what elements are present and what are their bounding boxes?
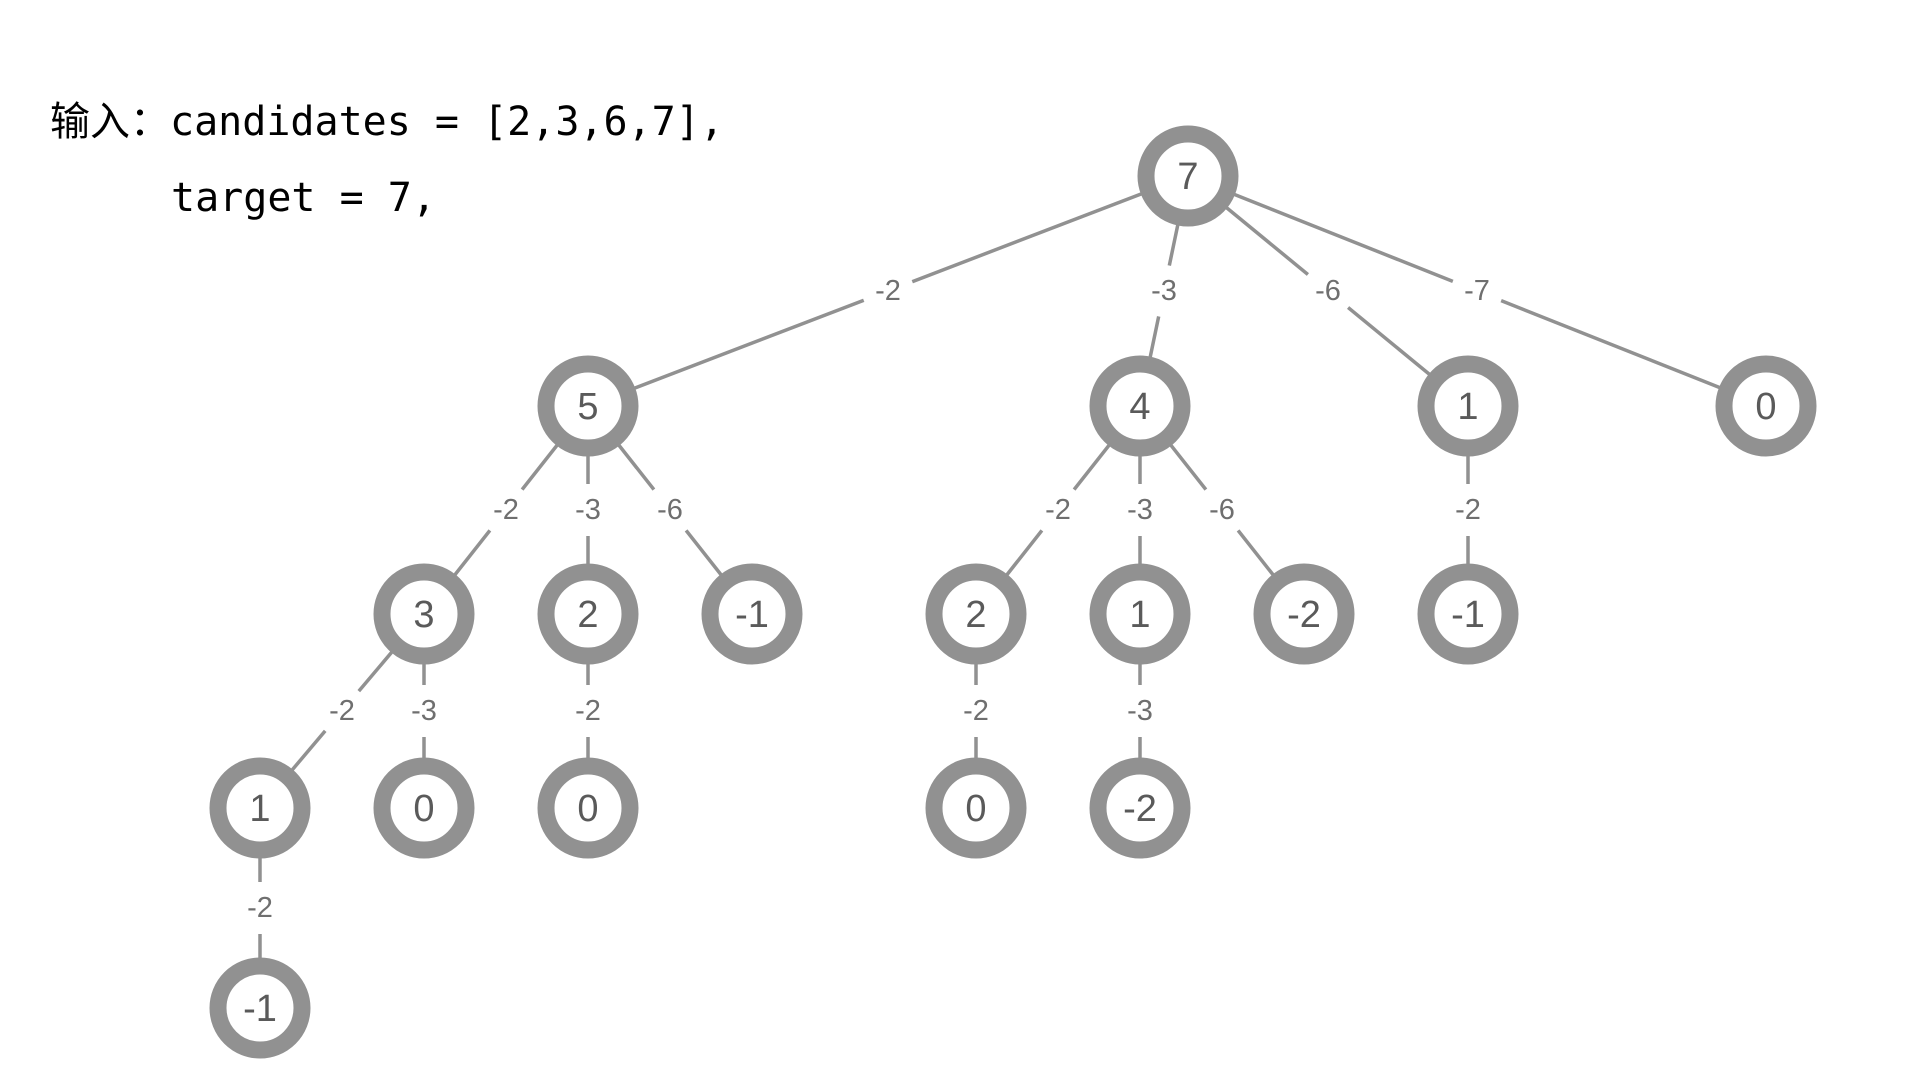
node-value: -2 xyxy=(1123,788,1157,830)
edge-label: -3 xyxy=(1127,695,1153,727)
edge-label: -3 xyxy=(575,494,601,526)
tree-node: -2 xyxy=(1089,757,1191,859)
node-value: 7 xyxy=(1177,156,1198,198)
node-circle xyxy=(1137,125,1239,227)
tree-node: -1 xyxy=(701,563,803,665)
node-value: 1 xyxy=(1129,594,1150,636)
edge-label-gap xyxy=(485,486,527,534)
node-value: -1 xyxy=(243,988,277,1030)
edge-label: -6 xyxy=(1315,275,1341,307)
node-value: 2 xyxy=(965,594,986,636)
node-circle xyxy=(1089,757,1191,859)
node-circle xyxy=(1715,355,1817,457)
node-value: 2 xyxy=(577,594,598,636)
edge-label-gap xyxy=(321,687,363,735)
tree-node: 7 xyxy=(1137,125,1239,227)
candidates-text: candidates = [2,3,6,7], xyxy=(170,99,724,145)
node-circle xyxy=(925,563,1027,665)
input-prefix: 输入： xyxy=(50,99,170,145)
node-circle xyxy=(1417,563,1519,665)
input-line-candidates: 输入：candidates = [2,3,6,7], xyxy=(50,102,724,142)
node-circle xyxy=(1089,355,1191,457)
node-value: -2 xyxy=(1287,594,1321,636)
tree-node: 0 xyxy=(1715,355,1817,457)
tree-node: 1 xyxy=(209,757,311,859)
tree-node: 0 xyxy=(373,757,475,859)
edge-label: -6 xyxy=(657,494,683,526)
node-value: 4 xyxy=(1129,386,1150,428)
node-value: 3 xyxy=(413,594,434,636)
node-value: 5 xyxy=(577,386,598,428)
edge-label-gap xyxy=(649,486,691,534)
edge-label-gap xyxy=(861,277,915,305)
edge-label: -2 xyxy=(493,494,519,526)
node-circle xyxy=(1253,563,1355,665)
tree-node: 0 xyxy=(925,757,1027,859)
edge-label: -2 xyxy=(247,892,273,924)
edge-label: -2 xyxy=(329,695,355,727)
tree-node: -2 xyxy=(1253,563,1355,665)
node-circle xyxy=(1417,355,1519,457)
tree-nodes: 7 5 4 1 0 3 2 -1 2 1 -2 -1 1 0 0 0 -2 -1 xyxy=(209,125,1817,1059)
edge-label-gap xyxy=(1201,486,1243,534)
node-circle xyxy=(373,757,475,859)
tree-node: 1 xyxy=(1089,563,1191,665)
node-circle xyxy=(373,563,475,665)
edge-label: -2 xyxy=(963,695,989,727)
node-value: 0 xyxy=(413,788,434,830)
tree-node: -1 xyxy=(209,957,311,1059)
input-line-target: target = 7, xyxy=(171,178,436,218)
edge-label: -2 xyxy=(1045,494,1071,526)
node-value: 0 xyxy=(1755,386,1776,428)
tree-node: 3 xyxy=(373,563,475,665)
edge-label: -3 xyxy=(1127,494,1153,526)
edge-label-gap xyxy=(1304,270,1352,312)
node-circle xyxy=(537,355,639,457)
tree-node: 2 xyxy=(537,563,639,665)
target-text: target = 7, xyxy=(171,175,436,221)
node-circle xyxy=(925,757,1027,859)
node-value: 0 xyxy=(577,788,598,830)
tree-node: 0 xyxy=(537,757,639,859)
edge-label-gap xyxy=(1450,276,1504,306)
node-circle xyxy=(1089,563,1191,665)
edge-label-gap xyxy=(1153,264,1175,318)
edge-label: -2 xyxy=(1455,494,1481,526)
edge-label: -6 xyxy=(1209,494,1235,526)
edge-label: -2 xyxy=(875,275,901,307)
tree-node: 5 xyxy=(537,355,639,457)
node-circle xyxy=(209,957,311,1059)
tree-node: -1 xyxy=(1417,563,1519,665)
node-value: -1 xyxy=(1451,594,1485,636)
edge-label: -7 xyxy=(1464,275,1490,307)
edge-label: -3 xyxy=(411,695,437,727)
tree-node: 2 xyxy=(925,563,1027,665)
node-circle xyxy=(701,563,803,665)
node-value: 1 xyxy=(249,788,270,830)
edge-label: -2 xyxy=(575,695,601,727)
node-value: -1 xyxy=(735,594,769,636)
edge-label: -3 xyxy=(1151,275,1177,307)
node-circle xyxy=(537,563,639,665)
node-circle xyxy=(537,757,639,859)
node-value: 0 xyxy=(965,788,986,830)
edge-label-gap xyxy=(1037,486,1079,534)
node-value: 1 xyxy=(1457,386,1478,428)
tree-node: 1 xyxy=(1417,355,1519,457)
node-circle xyxy=(209,757,311,859)
tree-node: 4 xyxy=(1089,355,1191,457)
